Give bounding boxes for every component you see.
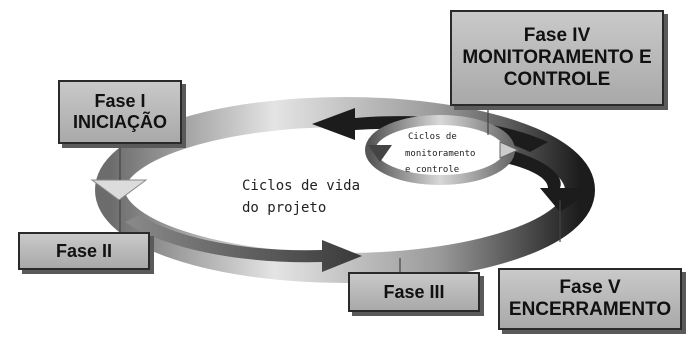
phase-title-fase2: Fase II [55, 240, 113, 261]
phase-title-fase5: Fase V [559, 277, 621, 299]
left-down-arrow [90, 179, 148, 201]
phase-box-fase3: Fase III [348, 272, 480, 312]
phase-title-fase4: Fase IV [523, 25, 591, 47]
phase-title-fase3: Fase III [383, 281, 445, 302]
phase-subtitle-fase1: INICIAÇÃO [73, 112, 167, 132]
phase-box-fase1: Fase I INICIAÇÃO [58, 80, 182, 144]
phase-box-fase4: Fase IV MONITORAMENTO E CONTROLE [450, 10, 664, 106]
inner-left-arrow [368, 145, 392, 162]
phase-box-fase5: Fase V ENCERRAMENTO [498, 268, 682, 330]
phase-subtitle-fase4-line2: CONTROLE [503, 68, 611, 90]
inner-label-line1: Ciclos de [408, 132, 457, 142]
bottom-right-arrow [125, 215, 362, 272]
inner-right-arrow [499, 141, 520, 159]
center-label-line2: do projeto [242, 200, 326, 216]
right-dark-arrow [500, 150, 592, 212]
phase-box-fase2: Fase II [18, 232, 150, 270]
inner-label-line3: e controle [405, 165, 459, 175]
center-label-line1: Ciclos de vida [242, 178, 360, 194]
phase-subtitle-fase5: ENCERRAMENTO [508, 299, 672, 320]
phase-title-fase1: Fase I [94, 91, 146, 112]
phase-subtitle-fase4-line1: MONITORAMENTO E [462, 47, 652, 69]
inner-label-line2: monitoramento [405, 149, 475, 159]
